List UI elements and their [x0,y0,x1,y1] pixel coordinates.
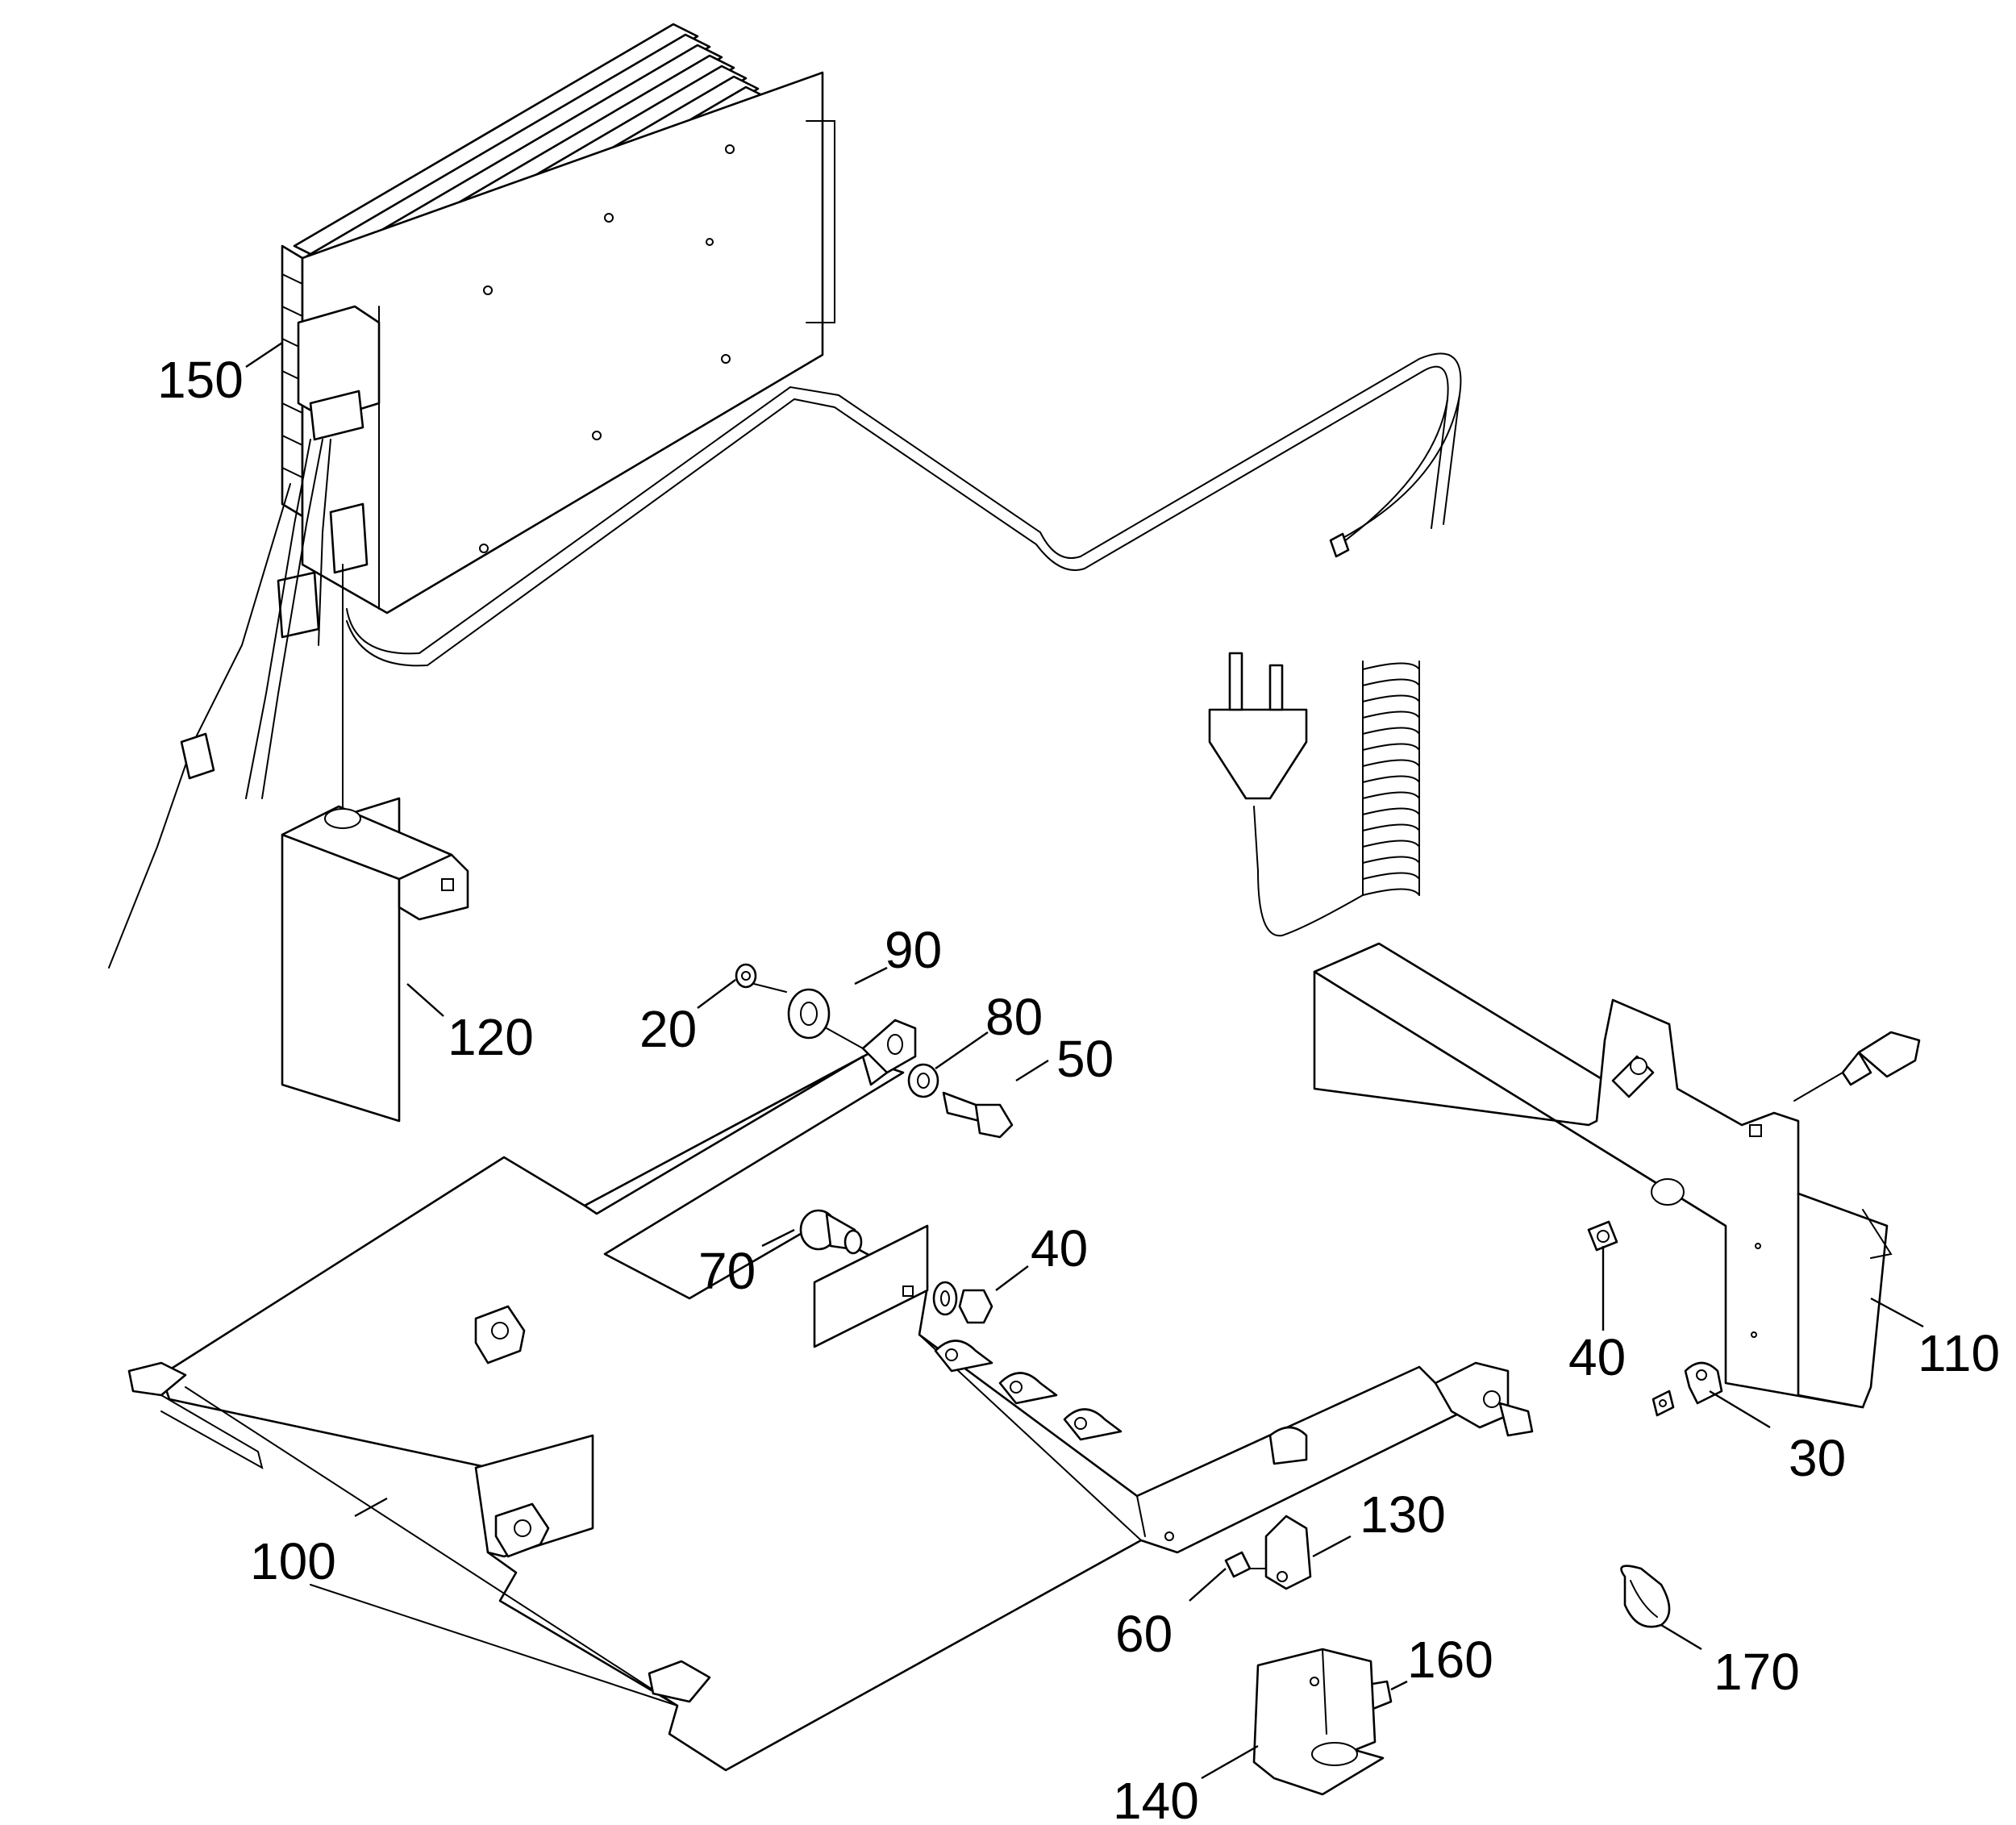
part-120-bracket [281,797,469,1123]
callout-70: 70 [698,1242,756,1300]
part-90-washer [787,988,864,1049]
callout-90: 90 [885,921,942,979]
callout-40-right: 40 [1568,1328,1626,1386]
callout-40-left: 40 [1031,1219,1088,1277]
callout-100: 100 [250,1532,336,1590]
pivot-arm [583,1019,917,1215]
callout-140: 140 [1113,1772,1199,1825]
part-50-bolt [942,1091,1014,1139]
callout-110: 110 [1918,1324,2000,1382]
leader-lines [245,342,1924,1780]
part-100-base-plate [127,1051,1534,1772]
callout-120: 120 [448,1008,534,1066]
callout-130: 130 [1360,1485,1446,1544]
callout-30: 30 [1789,1429,1846,1487]
part-170-cable-tie [1620,1565,1671,1628]
part-20-screw [735,963,787,993]
part-80-washer [907,1063,939,1098]
callout-60: 60 [1115,1605,1173,1663]
callout-150: 150 [157,351,244,409]
callout-170: 170 [1714,1643,1800,1701]
callout-80: 80 [985,988,1043,1046]
part-150-charger-assembly [108,23,835,969]
part-140-bracket [1252,1648,1385,1796]
power-cord [346,352,1462,937]
part-70-bolt [799,1209,863,1255]
callout-20: 20 [639,1000,697,1058]
part-40-nut-left [932,1281,993,1324]
callout-160: 160 [1407,1631,1493,1689]
coiled-cord [1362,660,1420,896]
part-130-clip [1264,1515,1312,1590]
part-30-clip [1652,1361,1723,1417]
part-110-housing [1313,942,1921,1409]
callout-50: 50 [1056,1030,1114,1088]
callout-labels: 150 120 20 90 80 50 70 40 40 110 30 100 … [157,351,2000,1825]
part-60-screw [1224,1551,1267,1578]
